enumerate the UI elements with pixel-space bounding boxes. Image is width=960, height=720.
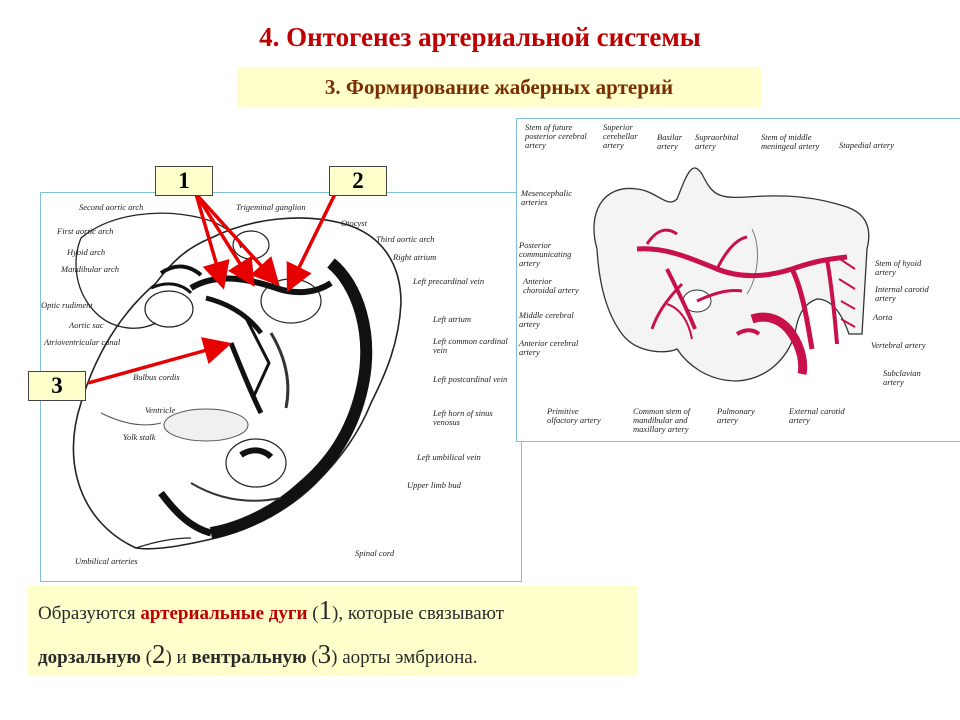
label-internal-carotid: Internal carotid artery	[875, 284, 929, 303]
note-text: (	[140, 647, 152, 668]
label-left-umbilical-vein: Left umbilical vein	[417, 452, 481, 462]
embryo-diagram: Second aortic arch Trigeminal ganglion O…	[40, 192, 522, 582]
head-arteries-diagram: Stem of future posterior cerebral artery…	[516, 118, 960, 442]
label-hyoid-stem: Stem of hyoid artery	[875, 258, 922, 277]
label-pulmonary: Pulmonary artery	[717, 406, 755, 425]
label-atrioventricular-canal: Atrioventricular canal	[44, 337, 121, 347]
label-middle-meningeal-stem: Stem of middle meningeal artery	[761, 132, 820, 151]
label-left-atrium: Left atrium	[433, 314, 472, 324]
note-number-2: 2	[151, 639, 166, 669]
note-highlight-arterial-arches: артериальные дуги	[140, 603, 308, 624]
label-supraorbital: Supraorbital artery	[695, 132, 739, 151]
note-text: (	[307, 603, 319, 624]
note-text: (	[306, 647, 318, 668]
label-yolk-stalk: Yolk stalk	[123, 432, 156, 442]
label-second-aortic-arch: Second aortic arch	[79, 202, 144, 212]
label-stapedial: Stapedial artery	[839, 140, 895, 150]
label-external-carotid: External carotid artery	[789, 406, 845, 425]
head-arteries-drawing	[593, 167, 870, 382]
marker-2: 2	[329, 166, 387, 196]
note-text: Образуются	[38, 603, 141, 624]
label-trigeminal-ganglion: Trigeminal ganglion	[236, 202, 306, 212]
label-left-precardinal-vein: Left precardinal vein	[413, 276, 485, 286]
label-aorta: Aorta	[873, 312, 893, 322]
label-mandibular-arch: Mandibular arch	[61, 264, 120, 274]
label-posterior-cerebral-stem: Stem of future posterior cerebral artery	[525, 122, 587, 150]
label-upper-limb-bud: Upper limb bud	[407, 480, 461, 490]
label-middle-cerebral: Middle cerebral artery	[519, 310, 574, 329]
label-hyoid-arch: Hyoid arch	[67, 247, 106, 257]
subtitle-text: 3. Формирование жаберных артерий	[324, 74, 674, 99]
note-text: ) и	[165, 647, 192, 668]
label-right-atrium: Right atrium	[393, 252, 437, 262]
label-aortic-sac: Aortic sac	[69, 320, 104, 330]
note-number-1: 1	[318, 595, 333, 625]
label-otocyst: Otocyst	[341, 218, 367, 228]
label-bulbus-cordis: Bulbus cordis	[133, 372, 180, 382]
label-first-aortic-arch: First aortic arch	[57, 226, 114, 236]
label-vertebral: Vertebral artery	[871, 340, 926, 350]
marker-2-label: 2	[352, 168, 364, 193]
marker-1: 1	[155, 166, 213, 196]
label-optic-rudiment: Optic rudiment	[41, 300, 93, 310]
label-ventricle: Ventricle	[145, 405, 176, 415]
label-primitive-olfactory: Primitive olfactory artery	[547, 406, 601, 425]
marker-1-label: 1	[178, 168, 190, 193]
label-basilar: Basilar artery	[657, 132, 683, 151]
label-umbilical-arteries: Umbilical arteries	[75, 556, 138, 566]
label-subclavian: Subclavian artery	[883, 368, 921, 387]
slide-title: 4. Онтогенез артериальной системы	[259, 22, 701, 52]
label-third-aortic-arch: Third aortic arch	[376, 234, 435, 244]
note-text: ), которые связывают	[332, 603, 504, 624]
note-bold-ventral: вентральную	[191, 647, 307, 668]
label-anterior-choroidal: Anterior choroidal artery	[523, 276, 579, 295]
label-anterior-cerebral: Anterior cerebral artery	[519, 338, 579, 357]
label-spinal-cord: Spinal cord	[355, 548, 395, 558]
slide-subtitle: 3. Формирование жаберных артерий	[237, 67, 761, 107]
label-posterior-communicating: Posterior communicating artery	[519, 240, 572, 268]
explanation-line-2: дорзальную (2) и вентральную (3) аорты э…	[38, 634, 628, 678]
note-text: ) аорты эмбриона.	[331, 647, 478, 668]
label-mandibular-maxillary-stem: Common stem of mandibular and maxillary …	[633, 406, 691, 434]
label-mesencephalic: Mesencephalic arteries	[521, 188, 572, 207]
label-superior-cerebellar: Superior cerebellar artery	[603, 122, 638, 150]
label-left-postcardinal-vein: Left postcardinal vein	[433, 374, 508, 384]
note-bold-dorsal: дорзальную	[38, 647, 141, 668]
embryo-drawing	[72, 212, 402, 550]
marker-3: 3	[28, 371, 86, 401]
label-left-horn-sinus-venosus: Left horn of sinus venosus	[433, 408, 493, 427]
label-left-common-cardinal-vein: Left common cardinal vein	[433, 336, 508, 355]
note-number-3: 3	[317, 639, 332, 669]
explanation-box: Образуются артериальные дуги (1), которы…	[28, 586, 638, 676]
explanation-line-1: Образуются артериальные дуги (1), которы…	[38, 590, 628, 634]
marker-3-label: 3	[51, 373, 63, 398]
